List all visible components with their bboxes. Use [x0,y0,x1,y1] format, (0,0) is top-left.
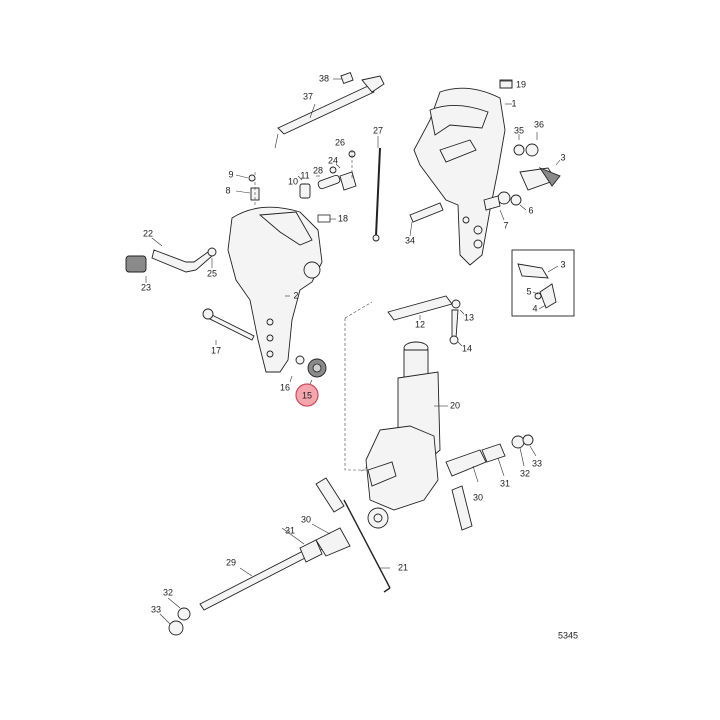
callout-28: 28 [313,165,323,175]
callout-26: 26 [335,137,345,147]
rod-27 [372,136,381,242]
callout-9: 9 [228,169,233,179]
callout-1: 1 [511,98,516,108]
callout-14: 14 [462,343,472,353]
callout-18: 18 [338,213,348,223]
callout-36: 36 [534,119,544,129]
callout-17: 17 [211,345,221,355]
callout-3b: 3 [560,259,565,269]
tilt-lock-lever [125,237,217,283]
callout-11: 11 [300,170,309,180]
figure-number: 5345 [558,630,578,640]
callout-30a: 30 [473,492,483,502]
callout-33a: 33 [532,458,542,468]
callout-31b: 31 [285,525,295,535]
callout-21: 21 [398,562,408,572]
callout-15[interactable]: 15 [302,390,312,400]
callout-24: 24 [328,155,338,165]
inset-detail [511,249,575,317]
callout-25: 25 [207,268,217,278]
callout-23: 23 [141,282,151,292]
callout-29: 29 [226,557,236,567]
callout-7: 7 [503,220,508,230]
callout-3a: 3 [560,152,565,162]
callout-16: 16 [280,382,290,392]
tie-plate [387,295,465,347]
callout-30b: 30 [301,514,311,524]
callout-6: 6 [528,205,533,215]
callout-37: 37 [303,91,313,101]
lower-pivot-hardware [159,499,391,636]
swivel-hardware [409,132,561,237]
callout-32a: 32 [520,468,530,478]
callout-4: 4 [532,303,537,313]
link-rod-assembly [274,71,385,149]
callout-31a: 31 [500,478,510,488]
swivel-bracket [413,79,513,266]
callout-22: 22 [143,228,153,238]
callout-27: 27 [373,125,383,135]
callout-19: 19 [516,79,526,89]
trim-cylinder [365,341,448,529]
right-pivot-hardware [445,434,537,483]
callout-38: 38 [319,73,329,83]
callout-34: 34 [405,235,415,245]
callout-2: 2 [293,290,298,300]
callout-20: 20 [450,400,460,410]
clamp-bracket [227,206,323,373]
callout-35: 35 [514,125,524,135]
clamp-bolt-hardware [202,308,327,387]
grease-tubes [315,477,473,531]
callout-32b: 32 [163,587,173,597]
callout-10: 10 [288,176,298,186]
callout-5: 5 [526,286,531,296]
callout-12: 12 [415,319,425,329]
callout-labels: 38 37 19 1 35 36 3 26 27 28 24 9 11 10 8… [141,73,578,640]
callout-33b: 33 [151,604,161,614]
highlight-marker-15[interactable] [295,383,319,407]
callout-8: 8 [225,185,230,195]
callout-13: 13 [464,312,474,322]
pin-hardware [235,150,357,205]
